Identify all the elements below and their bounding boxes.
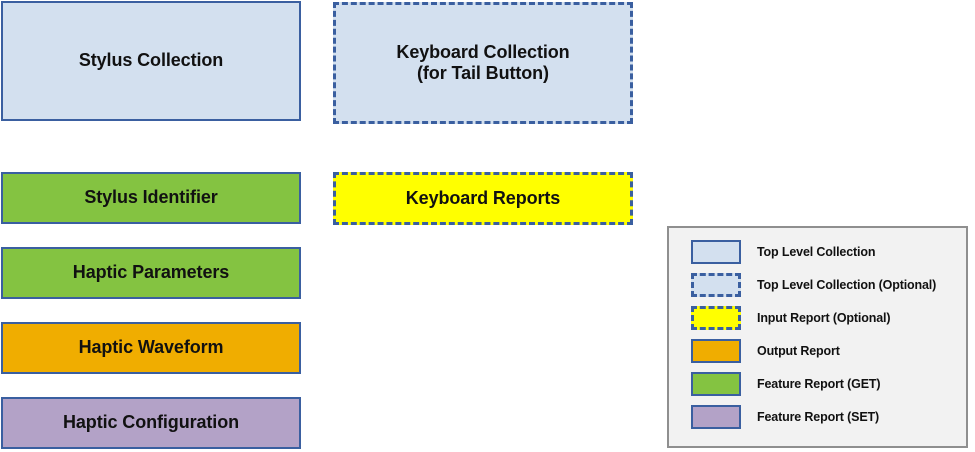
legend-swatch-icon <box>691 273 741 297</box>
node-label: Haptic Parameters <box>72 262 230 283</box>
legend-swatch-icon <box>691 240 741 264</box>
legend-item-label: Feature Report (GET) <box>757 377 881 391</box>
node-label: Haptic Waveform <box>78 337 224 358</box>
legend-item-output-report: Output Report <box>691 339 840 363</box>
legend-item-feature-report-set: Feature Report (SET) <box>691 405 879 429</box>
node-haptic-parameters: Haptic Parameters <box>1 247 301 299</box>
node-haptic-configuration: Haptic Configuration <box>1 397 301 449</box>
node-label: Stylus Collection <box>78 50 224 71</box>
legend-item-label: Output Report <box>757 344 840 358</box>
node-stylus-collection: Stylus Collection <box>1 1 301 121</box>
node-stylus-identifier: Stylus Identifier <box>1 172 301 224</box>
legend-item-label: Input Report (Optional) <box>757 311 891 325</box>
legend-swatch-icon <box>691 372 741 396</box>
node-label: Stylus Identifier <box>84 187 218 208</box>
legend-item-label: Top Level Collection <box>757 245 876 259</box>
node-label: Keyboard Reports <box>405 187 561 208</box>
legend-item-label: Feature Report (SET) <box>757 410 880 424</box>
legend-item-feature-report-get: Feature Report (GET) <box>691 372 881 396</box>
node-label-line1: Keyboard Collection <box>396 41 570 62</box>
legend-item-top-level-collection-optional: Top Level Collection (Optional) <box>691 273 936 297</box>
legend-item-top-level-collection: Top Level Collection <box>691 240 875 264</box>
node-haptic-waveform: Haptic Waveform <box>1 322 301 374</box>
node-label-line2: (for Tail Button) <box>417 63 549 83</box>
node-label-wrapper: Keyboard Collection (for Tail Button) <box>396 42 569 84</box>
legend-swatch-icon <box>691 339 741 363</box>
legend-item-label: Top Level Collection (Optional) <box>757 278 937 292</box>
legend-panel: Top Level Collection Top Level Collectio… <box>667 226 968 448</box>
legend-swatch-icon <box>691 306 741 330</box>
node-keyboard-reports: Keyboard Reports <box>333 172 633 225</box>
node-label: Haptic Configuration <box>63 412 239 433</box>
legend-item-input-report-optional: Input Report (Optional) <box>691 306 890 330</box>
legend-swatch-icon <box>691 405 741 429</box>
node-keyboard-collection: Keyboard Collection (for Tail Button) <box>333 2 633 124</box>
